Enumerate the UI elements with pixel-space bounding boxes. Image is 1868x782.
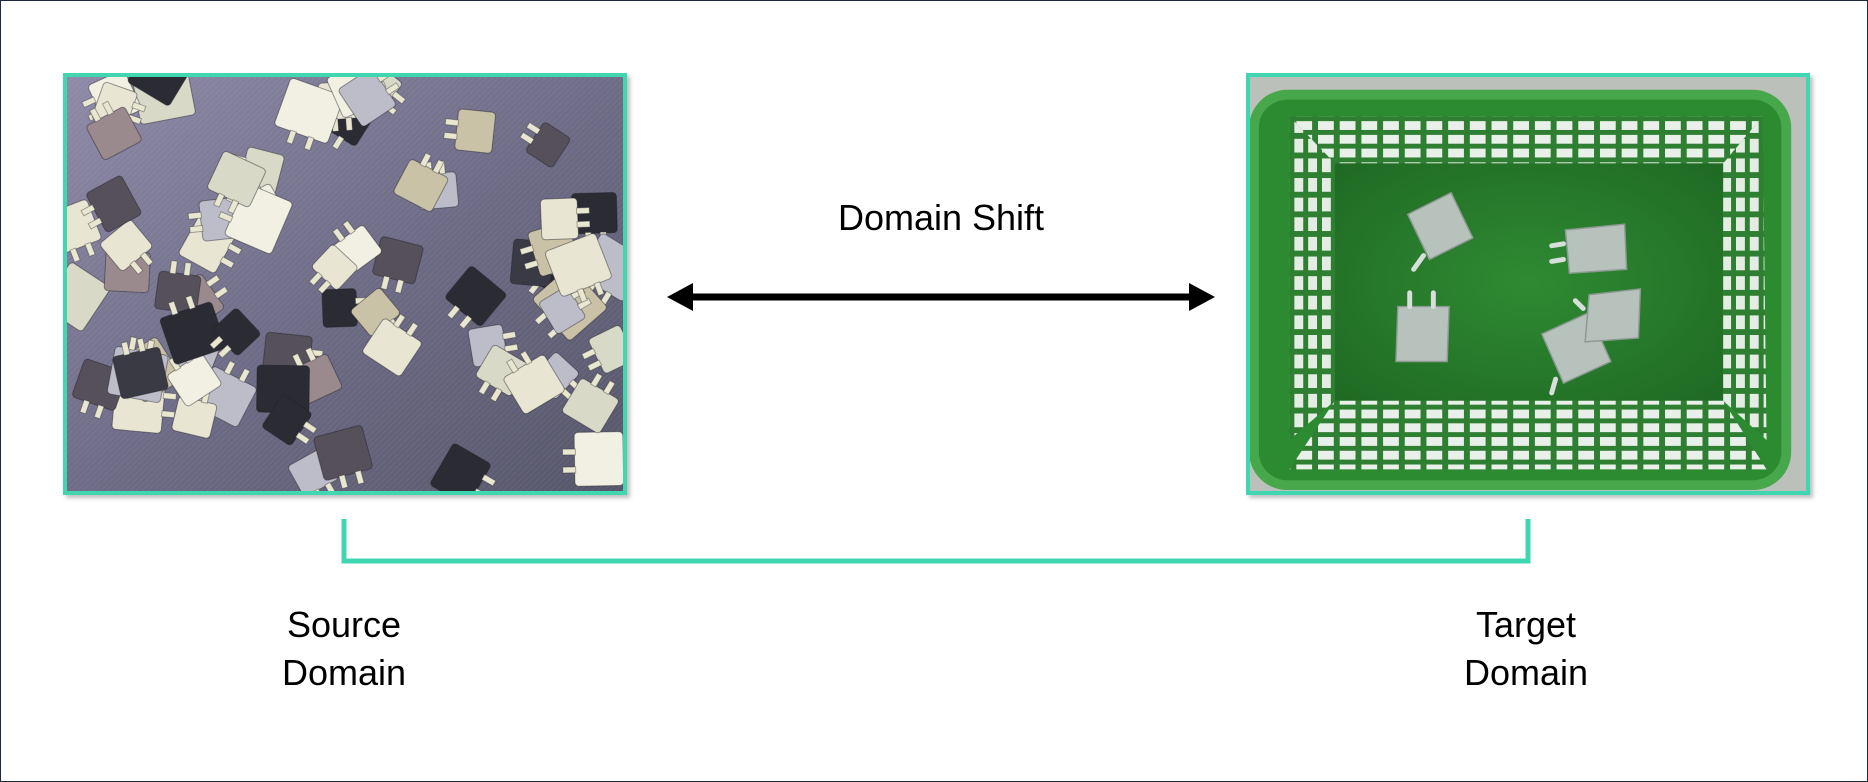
synthetic-part: [313, 425, 373, 490]
target-domain-image: [1246, 73, 1810, 495]
synthetic-part: [308, 244, 358, 295]
synthetic-part: [209, 308, 261, 359]
synthetic-part: [430, 443, 497, 491]
synthetic-part: [544, 233, 612, 303]
source-domain-label: Source Domain: [234, 601, 454, 697]
synthetic-part: [100, 219, 154, 275]
target-domain-label: Target Domain: [1416, 601, 1636, 697]
synthetic-part: [519, 121, 571, 168]
target-label-line2: Domain: [1463, 652, 1589, 693]
synthetic-part: [338, 77, 401, 127]
domain-bracket: [341, 519, 1531, 564]
synthetic-part: [539, 197, 591, 241]
synthetic-part: [127, 77, 191, 106]
domain-shift-label: Domain Shift: [837, 197, 1045, 238]
synthetic-part: [362, 313, 422, 377]
synthetic-part: [393, 152, 449, 212]
double-arrow-icon: [667, 283, 1215, 311]
synthetic-part: [262, 395, 318, 446]
source-label-line1: Source: [286, 604, 402, 645]
part-cluster: [67, 77, 623, 491]
synthetic-part: [112, 337, 169, 400]
synthetic-part: [207, 151, 266, 215]
synthetic-part: [503, 350, 565, 415]
synthetic-part: [445, 266, 507, 330]
synthetic-part: [274, 77, 344, 152]
source-label-line2: Domain: [281, 652, 407, 693]
synthetic-part: [80, 175, 142, 233]
synthetic-part: [443, 108, 496, 154]
synthetic-part: [562, 372, 619, 434]
target-label-line1: Target: [1475, 604, 1577, 645]
source-domain-image: [63, 73, 627, 495]
synthetic-part: [581, 325, 623, 374]
real-green-basket-image: [1250, 77, 1806, 491]
synthetic-part: [67, 262, 111, 332]
synthetic-bin-parts-image: [67, 77, 623, 491]
synthetic-part: [86, 100, 142, 160]
